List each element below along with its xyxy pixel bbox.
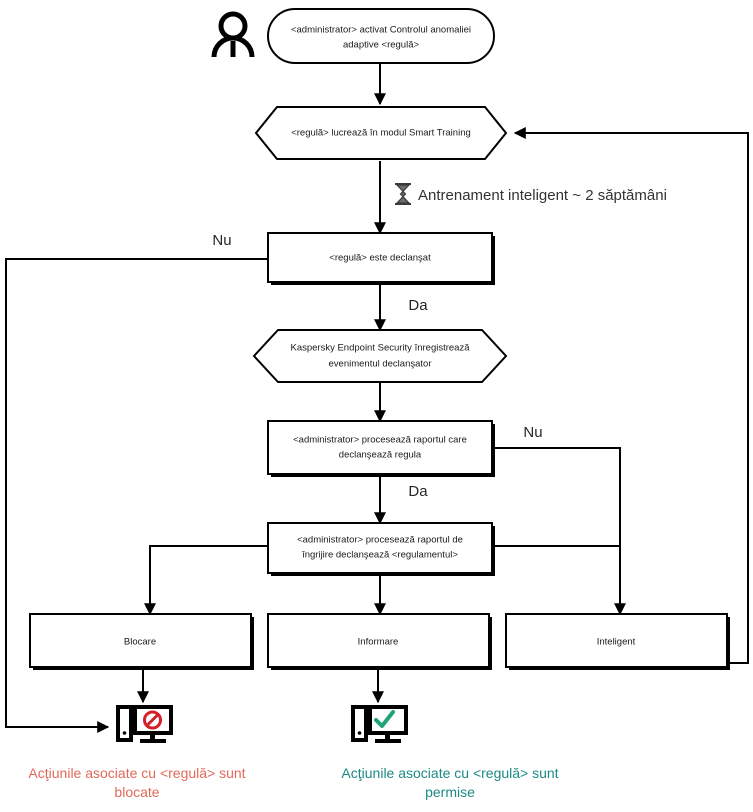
- node-smart-training-label: <regulă> lucrează în modul Smart Trainin…: [291, 128, 471, 139]
- node-kes-registers: Kaspersky Endpoint Security înregistreaz…: [252, 329, 508, 383]
- node-start-line-1: <administrator> activat Controlul anomal…: [291, 25, 471, 36]
- branch-label-yes-1: Da: [408, 297, 428, 314]
- node-kes-registers-line-2: evenimentul declanşator: [329, 359, 432, 370]
- node-action-block: Blocare: [29, 613, 254, 670]
- node-action-inform-label: Informare: [358, 637, 399, 648]
- node-rule-triggered-label: <regulă> este declanşat: [329, 253, 431, 264]
- node-admin-care-line-2: îngrijire declanşează <regulamentul>: [301, 550, 458, 561]
- node-action-smart: Inteligent: [505, 613, 730, 670]
- node-rule-triggered: <regulă> este declanşat: [267, 232, 495, 285]
- node-action-smart-label: Inteligent: [597, 637, 636, 648]
- node-start-line-2: adaptive <regulă>: [343, 40, 420, 51]
- branch-label-yes-2: Da: [408, 483, 428, 500]
- connector-trigger-no-to-blocked: [5, 258, 268, 733]
- node-admin-processes-report-line-1: <administrator> procesează raportul care: [293, 435, 467, 446]
- caption-blocked: Acţiunile asociate cu <regulă> sunt bloc…: [28, 765, 245, 800]
- note-training-duration: Antrenament inteligent ~ 2 săptămâni: [395, 183, 667, 205]
- user-person-icon: [211, 11, 255, 58]
- node-action-inform: Informare: [267, 613, 492, 670]
- connector-care-to-block: [144, 545, 268, 616]
- node-admin-processes-report-line-2: declanşează regula: [339, 450, 422, 461]
- caption-allowed-line-1: Acţiunile asociate cu <regulă> sunt: [341, 765, 558, 781]
- computer-allowed-icon: [351, 705, 408, 743]
- caption-allowed-line-2: permise: [425, 784, 475, 800]
- caption-blocked-line-1: Acţiunile asociate cu <regulă> sunt: [28, 765, 245, 781]
- node-admin-care-line-1: <administrator> procesează raportul de: [297, 535, 463, 546]
- node-smart-training: <regulă> lucrează în modul Smart Trainin…: [254, 106, 508, 160]
- computer-blocked-icon: [116, 705, 173, 743]
- caption-allowed: Acţiunile asociate cu <regulă> sunt perm…: [341, 765, 558, 800]
- node-kes-registers-line-1: Kaspersky Endpoint Security înregistreaz…: [290, 343, 470, 354]
- node-action-block-label: Blocare: [124, 637, 156, 648]
- node-admin-processes-care-report: <administrator> procesează raportul de î…: [267, 522, 495, 576]
- node-admin-processes-report: <administrator> procesează raportul care…: [267, 420, 495, 477]
- branch-label-no-1: Nu: [212, 232, 231, 249]
- hourglass-icon: [395, 183, 411, 205]
- branch-label-no-2: Nu: [523, 424, 542, 441]
- connector-smart-loop-to-training: [513, 127, 749, 664]
- caption-blocked-line-2: blocate: [114, 784, 159, 800]
- node-start: <administrator> activat Controlul anomal…: [267, 8, 495, 64]
- connector-admin-no-to-smart: [492, 447, 626, 616]
- note-training-duration-text: Antrenament inteligent ~ 2 săptămâni: [418, 187, 667, 204]
